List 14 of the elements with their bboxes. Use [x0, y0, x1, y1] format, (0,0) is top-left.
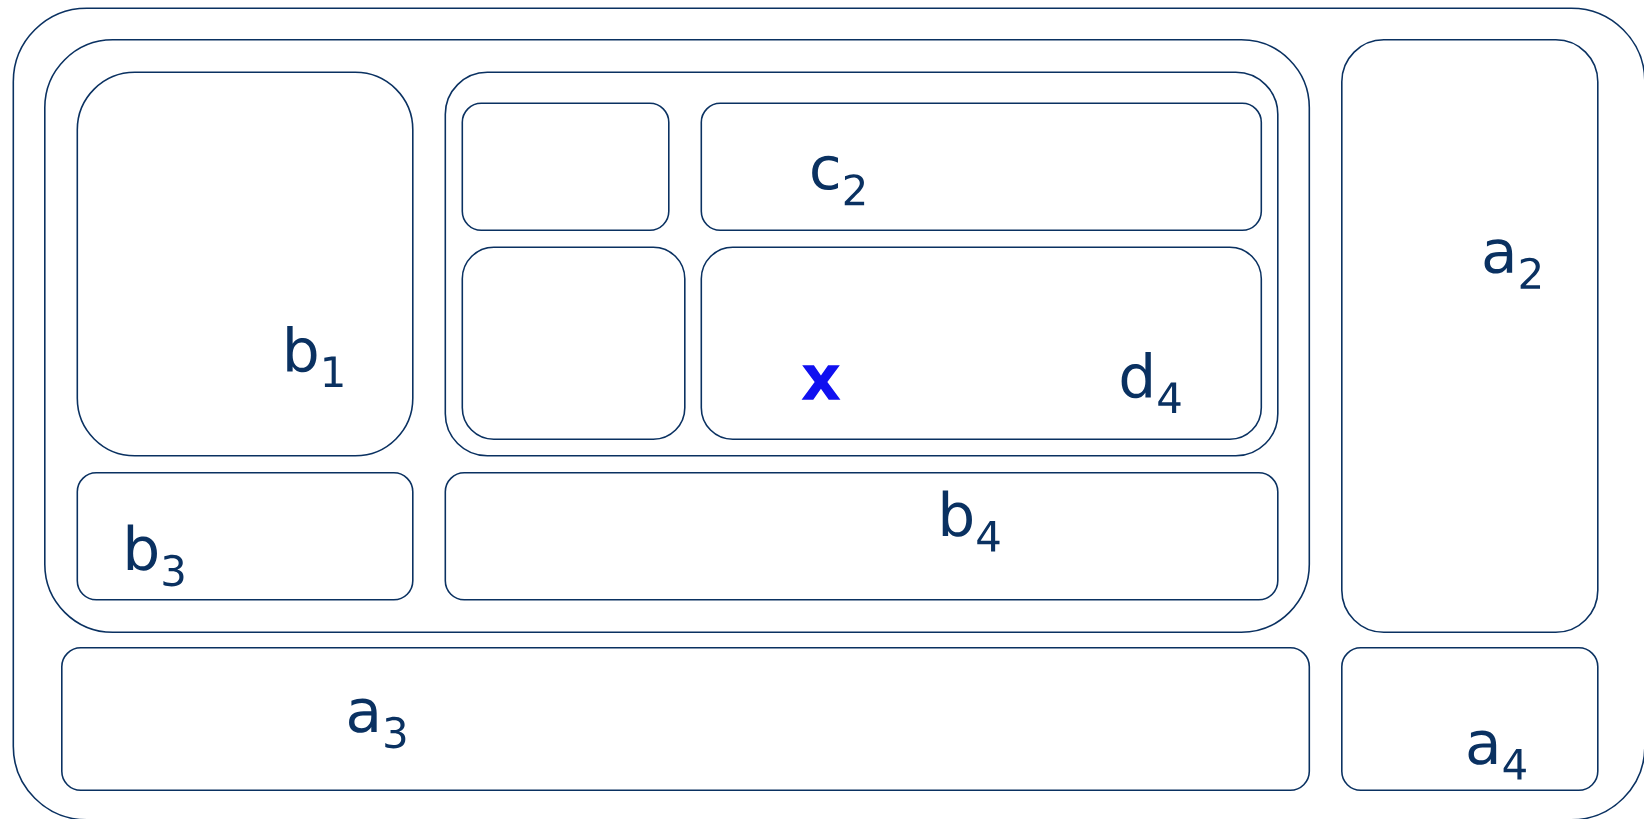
box-label: d$_{4}$ [1121, 352, 1181, 413]
box-label: b$_{1}$ [287, 326, 343, 387]
box-label: a$_{2}$ [1484, 239, 1540, 289]
rounded-box [44, 39, 1311, 634]
box-label: a$_{3}$ [349, 698, 406, 749]
box-label: c$_{2}$ [812, 155, 865, 206]
marker-label: x [801, 365, 841, 400]
rounded-box [461, 246, 686, 441]
box-label: b$_{4}$ [942, 490, 1000, 552]
box-label: b$_{3}$ [127, 524, 184, 587]
box-label: a$_{4}$ [1468, 730, 1526, 780]
rounded-box [444, 71, 1279, 457]
rounded-box [12, 7, 1644, 819]
rounded-box [461, 102, 670, 232]
